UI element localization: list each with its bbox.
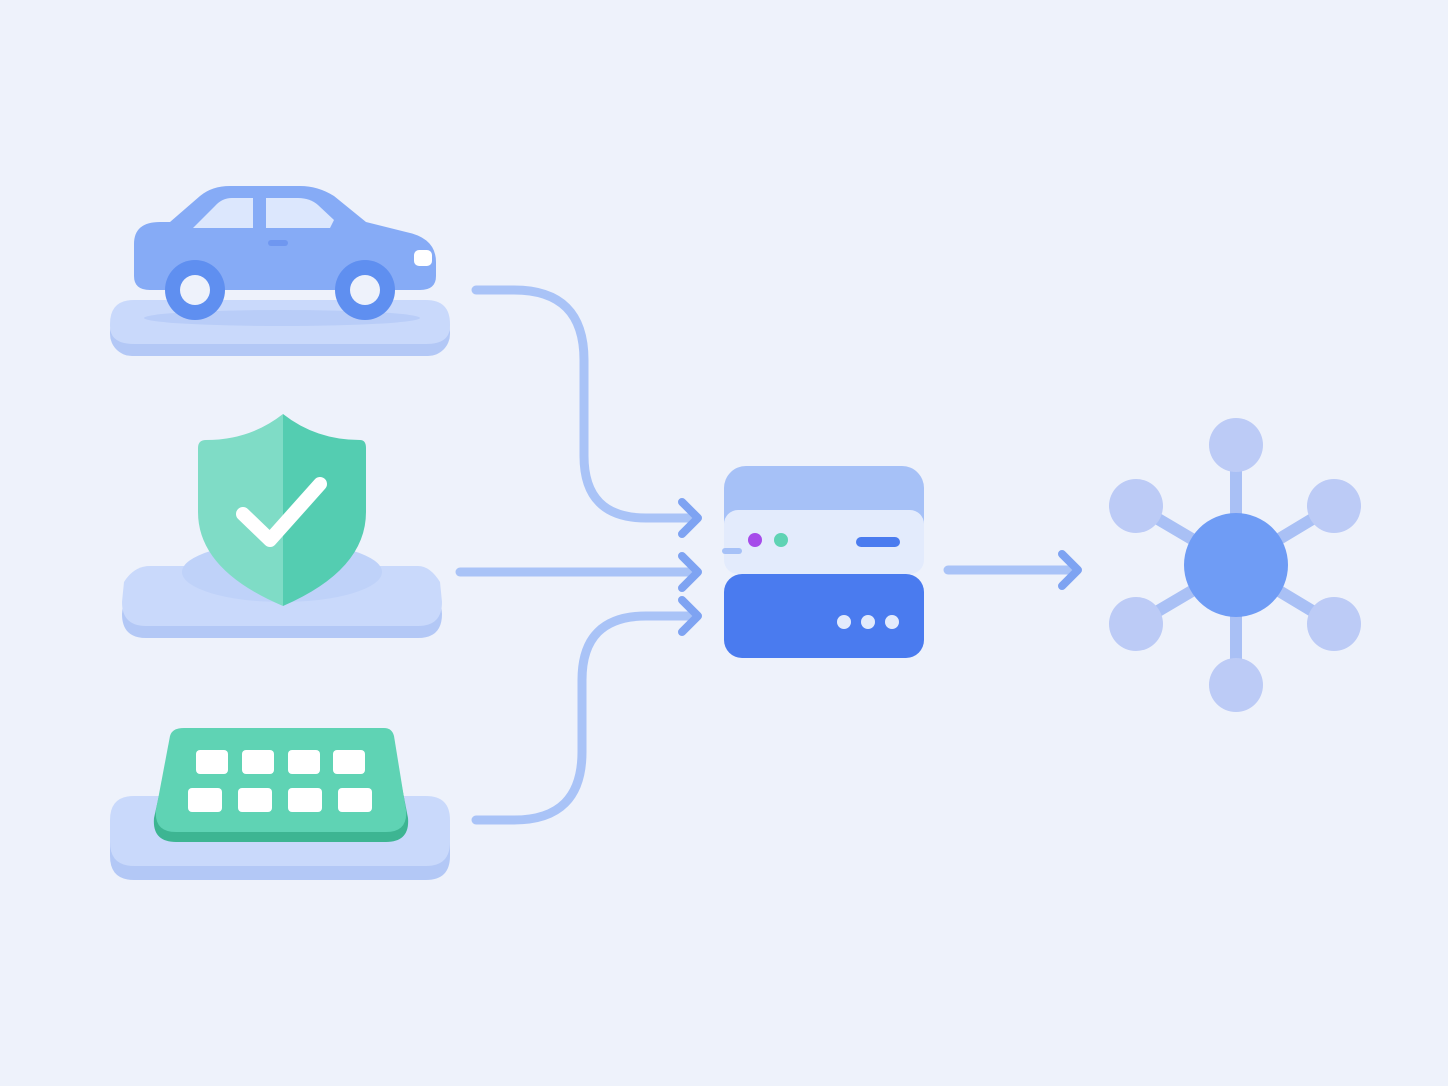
network-hub-icon — [1109, 418, 1361, 712]
satellite-node-lower-left — [1109, 597, 1163, 651]
source-car — [110, 186, 450, 356]
arrowhead-shield — [678, 552, 702, 592]
satellite-node-top — [1209, 418, 1263, 472]
satellite-node-bottom — [1209, 658, 1263, 712]
hub-center-node — [1184, 513, 1288, 617]
connector-keypad-to-server — [471, 611, 695, 825]
keypad-keys — [188, 750, 372, 812]
server-dots — [837, 615, 899, 629]
arrowhead-car — [678, 498, 702, 538]
satellite-node-upper-left — [1109, 479, 1163, 533]
server-icon — [722, 466, 924, 658]
shield-check-icon — [198, 414, 366, 606]
car-platform — [110, 300, 450, 356]
hub-satellites — [1109, 418, 1361, 712]
status-led-purple — [748, 533, 762, 547]
car-icon — [134, 186, 436, 320]
keypad-icon — [153, 728, 409, 842]
satellite-node-upper-right — [1307, 479, 1361, 533]
connector-car-to-server — [471, 285, 695, 523]
satellite-node-lower-right — [1307, 597, 1361, 651]
arrowhead-keypad — [678, 596, 702, 636]
source-keypad — [110, 728, 450, 880]
drive-slot — [856, 537, 900, 547]
source-shield — [122, 414, 442, 638]
connectors — [455, 285, 1082, 825]
status-led-teal — [774, 533, 788, 547]
arrowhead-network — [1058, 550, 1082, 590]
